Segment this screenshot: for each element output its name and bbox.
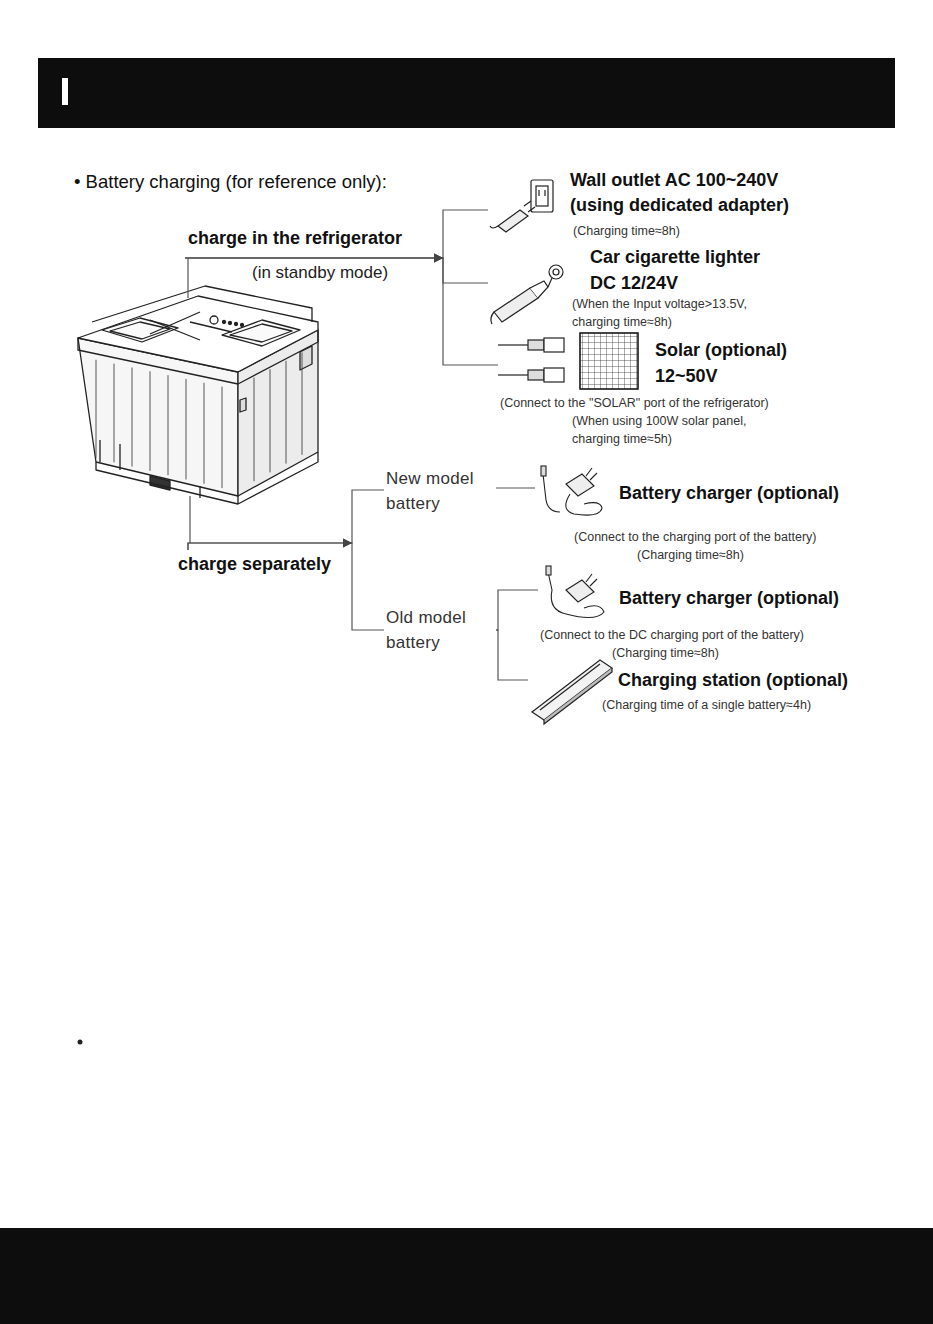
footer-bar bbox=[0, 1228, 933, 1324]
text-group: charge in the refrigerator (in standby mo… bbox=[185, 226, 406, 286]
battery-charger-icon bbox=[546, 566, 604, 618]
bullet-dot bbox=[78, 1040, 83, 1045]
text-group: Solar (optional)12~50V (Connect to the "S… bbox=[498, 338, 790, 450]
connector bbox=[496, 590, 538, 630]
label-text: (in standby mode) bbox=[252, 262, 388, 284]
text-group: New model battery bbox=[384, 466, 494, 518]
label-text: Solar (optional) bbox=[655, 338, 787, 362]
note-text: (Connect to the DC charging port of the … bbox=[540, 626, 804, 644]
text-group: Car cigarette lighterDC 12/24V(When the … bbox=[488, 244, 775, 333]
housing-rib bbox=[96, 360, 97, 458]
label-text: (using dedicated adapter) bbox=[570, 193, 789, 217]
label-text: Battery charger (optional) bbox=[619, 586, 839, 610]
text-group: Battery charger (optional) (Connect to th… bbox=[535, 470, 843, 566]
charging-station-icon bbox=[532, 660, 612, 724]
connector bbox=[188, 490, 384, 550]
label-text: charge in the refrigerator bbox=[188, 226, 402, 250]
label-text: Old model battery bbox=[386, 605, 491, 655]
connector bbox=[496, 487, 535, 488]
label-text: Battery charger (optional) bbox=[619, 481, 839, 505]
note-text: (Connect to the "SOLAR" port of the refr… bbox=[500, 394, 769, 412]
battery-charger-icon bbox=[541, 466, 602, 515]
arrow-head bbox=[343, 539, 352, 548]
housing-rib bbox=[302, 352, 303, 454]
housing-rib bbox=[186, 379, 187, 480]
label-text: New model battery bbox=[386, 466, 491, 516]
arrow-head bbox=[434, 254, 443, 263]
label-text: 12~50V bbox=[655, 364, 718, 388]
label-text: Charging station (optional) bbox=[618, 668, 848, 692]
label-text: charge separately bbox=[178, 552, 331, 576]
label-text: DC 12/24V bbox=[590, 271, 678, 295]
housing-rib bbox=[254, 378, 255, 482]
housing-rib bbox=[286, 361, 287, 464]
note-text: (Charging time≈8h) bbox=[573, 222, 680, 240]
header-mark bbox=[62, 78, 68, 105]
housing-rib bbox=[222, 387, 223, 489]
text-group: Charging station (optional) (Charging tim… bbox=[528, 660, 851, 716]
label-text: Wall outlet AC 100~240V bbox=[570, 168, 778, 192]
wall-plug-icon bbox=[490, 180, 553, 232]
note-text: (Charging time≈8h) bbox=[612, 644, 719, 662]
connector bbox=[496, 630, 528, 680]
arrow-head bbox=[434, 254, 443, 263]
housing-rib bbox=[168, 375, 169, 475]
housing-rib bbox=[150, 371, 151, 471]
text-group: Old model battery bbox=[384, 605, 494, 657]
leader-line bbox=[189, 496, 190, 543]
refrigerator bbox=[78, 286, 318, 504]
connector bbox=[185, 258, 498, 365]
housing-rib bbox=[114, 364, 115, 463]
note-text: (When the Input voltage>13.5V, charging … bbox=[572, 295, 772, 331]
text-group: Battery charger (optional) (Connect to th… bbox=[538, 572, 843, 664]
text-group: charge separately bbox=[176, 550, 335, 578]
connector bbox=[185, 210, 488, 258]
solar-panel-icon bbox=[498, 333, 638, 389]
note-text: (When using 100W solar panel, charging t… bbox=[572, 412, 772, 448]
housing-rib bbox=[270, 369, 271, 472]
heading: • Battery charging (for reference only): bbox=[74, 170, 387, 194]
arrow-head bbox=[434, 254, 443, 263]
housing-rib bbox=[132, 367, 133, 466]
text-group: Wall outlet AC 100~240V(using dedicated … bbox=[488, 168, 793, 242]
leader-line bbox=[187, 258, 188, 298]
note-text: (Charging time≈8h) bbox=[637, 546, 744, 564]
housing-rib bbox=[204, 383, 205, 484]
label-text: Car cigarette lighter bbox=[590, 245, 760, 269]
note-text: (Charging time of a single battery≈4h) bbox=[602, 696, 811, 714]
arrow-head bbox=[343, 539, 352, 548]
note-text: (Connect to the charging port of the bat… bbox=[574, 528, 817, 546]
car-lighter-icon bbox=[491, 265, 563, 324]
header-bar bbox=[38, 58, 895, 128]
